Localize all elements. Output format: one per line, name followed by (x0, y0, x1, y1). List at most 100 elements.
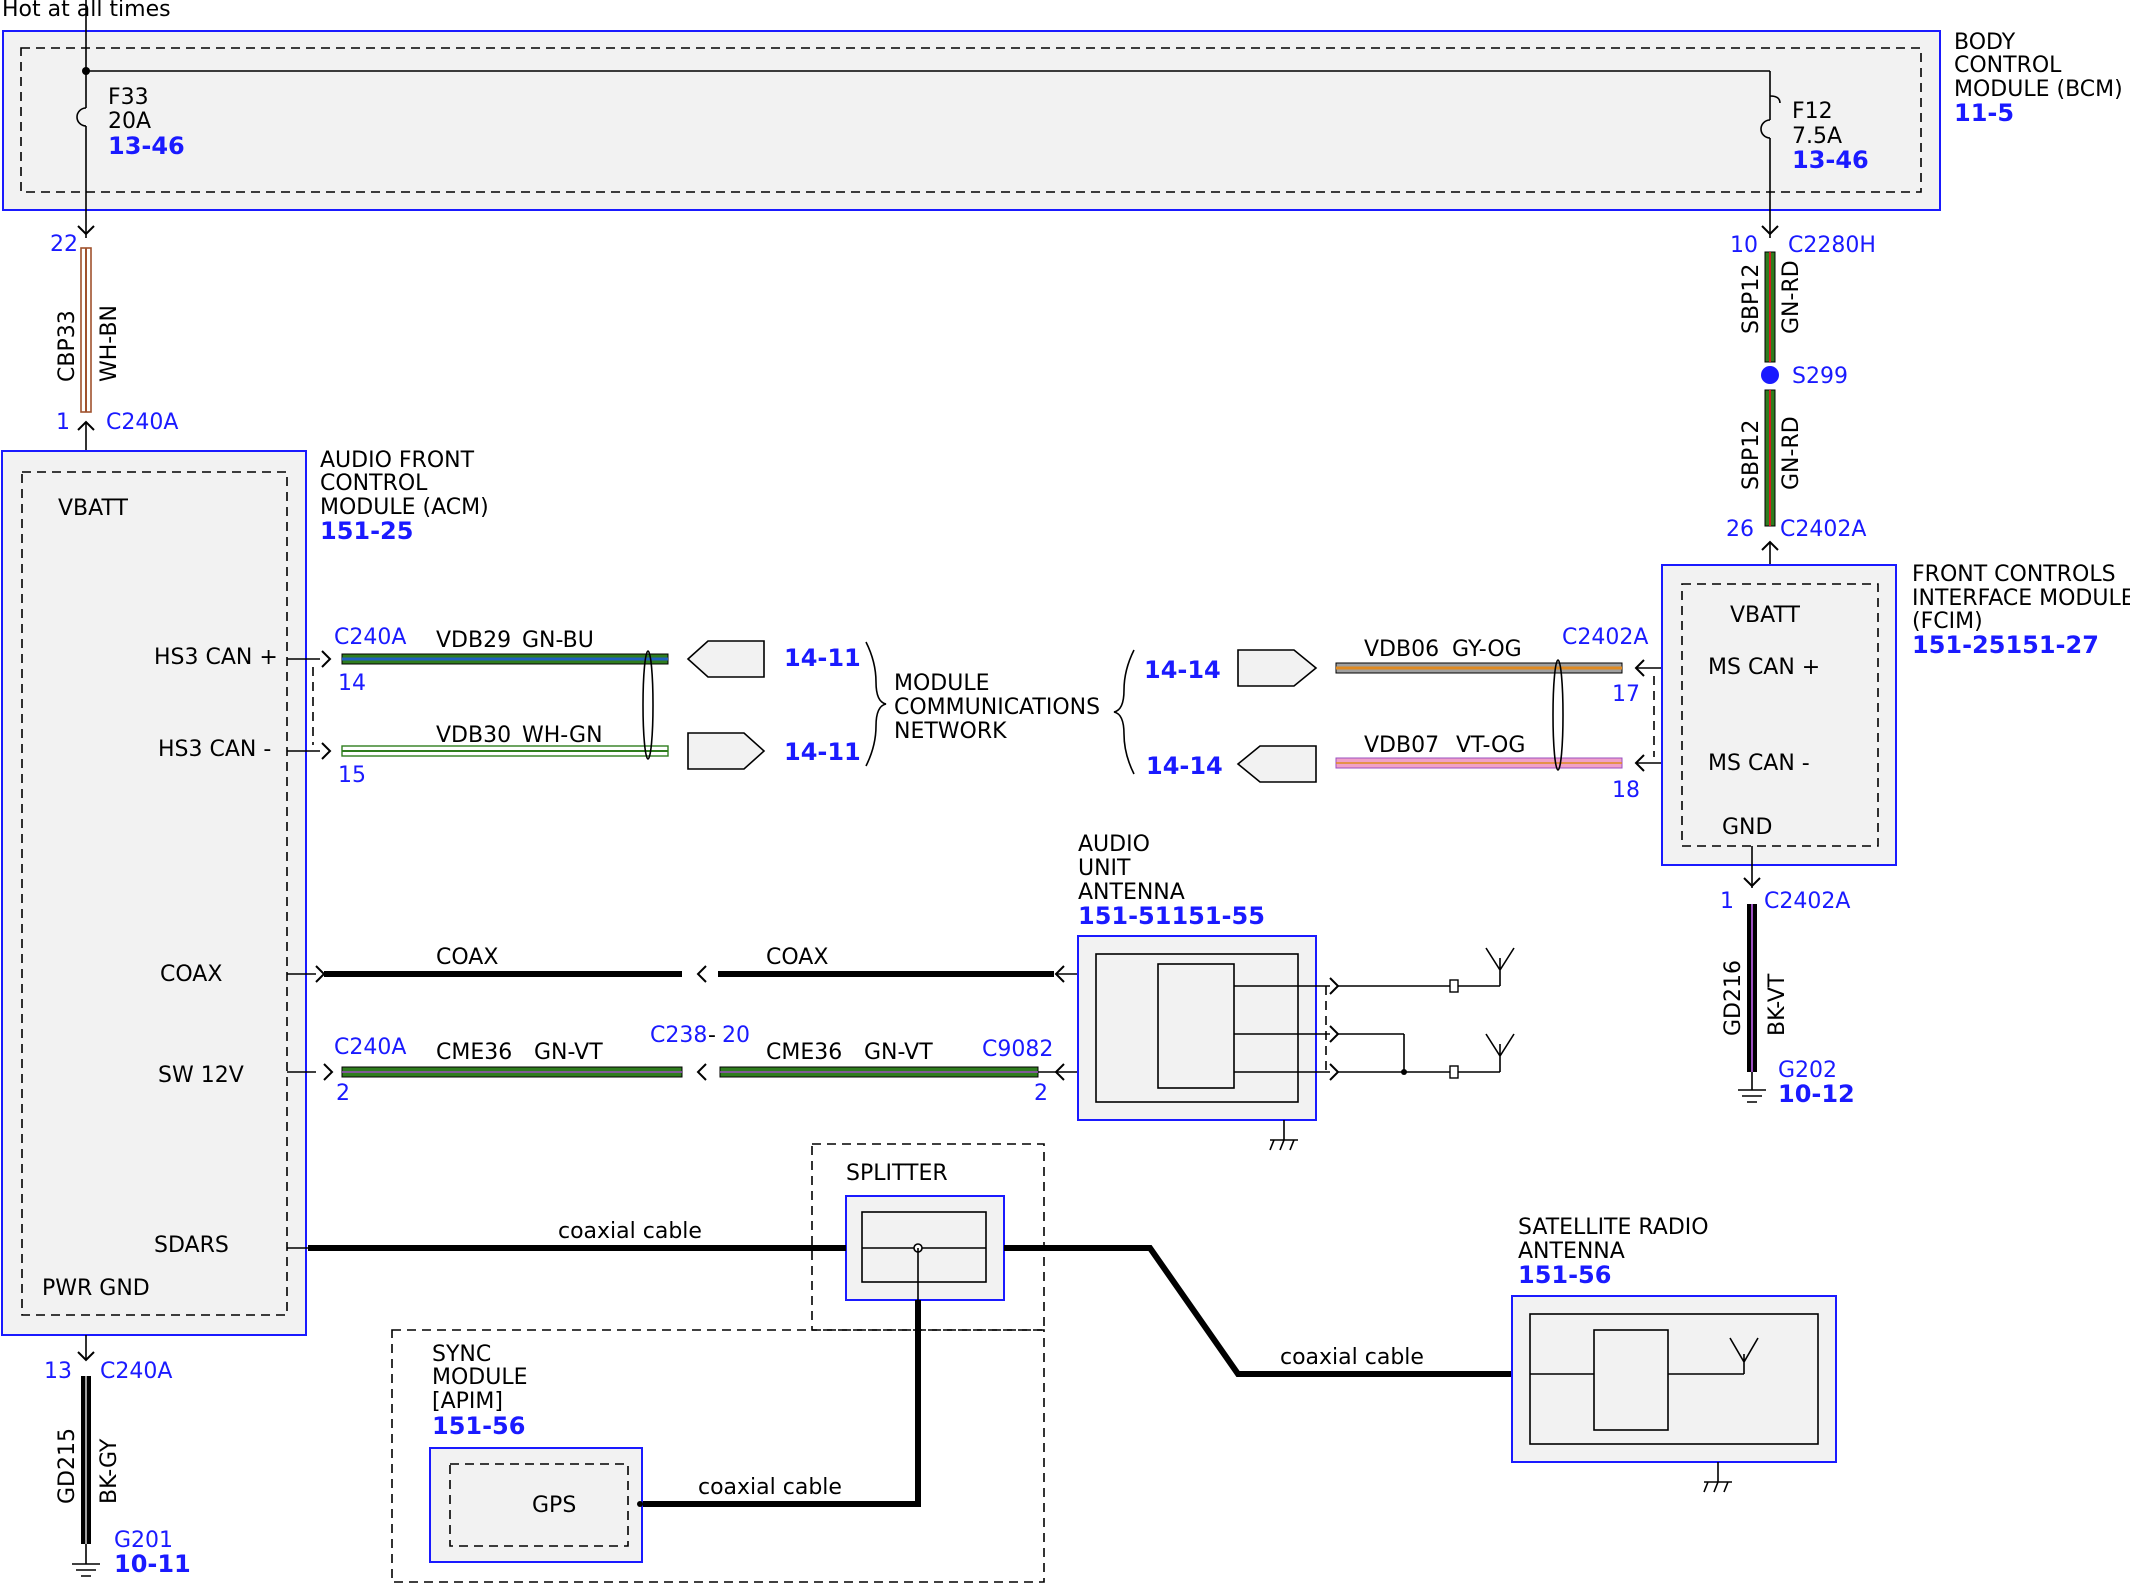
f12-fuse-symbol (1760, 119, 1771, 139)
vdb30-color: WH-GN (522, 723, 603, 748)
cme36-left-pin: 2 (336, 1081, 350, 1106)
audio-antenna-amp (1157, 963, 1235, 1089)
sync-inner-dash (449, 1463, 629, 1547)
sync-title-2: MODULE (432, 1365, 528, 1390)
gps-port-dot (637, 1501, 643, 1507)
vdb30-ref[interactable]: 14-11 (784, 738, 861, 766)
vdb29-connector: C240A (334, 625, 406, 650)
sbp12-upper-circuit: SBP12 (1739, 264, 1764, 334)
sbp12-upper-pin: 10 (1730, 233, 1758, 258)
splitter-inner (861, 1211, 987, 1283)
cme36-right-connector: C9082 (982, 1037, 1053, 1062)
vdb06-offpage-connector[interactable] (1237, 649, 1318, 687)
vdb29-ref[interactable]: 14-11 (784, 644, 861, 672)
vdb07-offpage-connector[interactable] (1236, 745, 1317, 783)
gd216-color: BK-VT (1765, 973, 1790, 1036)
audio-antenna-title-3: ANTENNA (1078, 880, 1185, 905)
antenna-1-icon (1485, 947, 1515, 986)
cbp33-wire-group: 22 1 C240A CBP33 WH-BN (50, 225, 178, 452)
satellite-chassis-ground (1703, 1462, 1732, 1493)
fcim-ref[interactable]: 151-25151-27 (1912, 631, 2099, 659)
vdb07-ref[interactable]: 14-14 (1146, 752, 1223, 780)
g201-ref[interactable]: 10-11 (114, 1550, 191, 1578)
vdb06-color: GY-OG (1452, 637, 1522, 662)
bcm-ref[interactable]: 11-5 (1954, 99, 2014, 127)
c238-pin: 20 (722, 1023, 750, 1048)
cme36-right-color: GN-VT (864, 1040, 933, 1065)
gd215-circuit: GD215 (55, 1428, 80, 1504)
sbp12-lower-circuit: SBP12 (1739, 420, 1764, 490)
antenna-1-element (1449, 979, 1459, 993)
cbp33-color: WH-BN (97, 305, 122, 382)
sync-ref[interactable]: 151-56 (432, 1412, 525, 1440)
vdb29-pin: 14 (338, 671, 366, 696)
coaxial-cable-3-label: coaxial cable (698, 1475, 842, 1500)
acm-pin-hs3-can-plus: HS3 CAN + (154, 645, 278, 670)
satellite-title-2: ANTENNA (1518, 1239, 1625, 1264)
bcm-title-1: BODY (1954, 30, 2016, 55)
sbp12-lower-color: GN-RD (1779, 416, 1804, 490)
antenna-2-element (1449, 1065, 1459, 1079)
f12-wire-corner (1769, 95, 1781, 104)
sbp12-top-arrow (1761, 225, 1779, 236)
satellite-coax-wire[interactable] (1004, 1245, 1512, 1377)
cbp33-connector: C240A (106, 410, 178, 435)
f12-ref[interactable]: 13-46 (1792, 146, 1869, 174)
coaxial-cable-2-label: coaxial cable (1280, 1345, 1424, 1370)
sbp12-upper-connector: C2280H (1788, 233, 1876, 258)
gd216-connector: C2402A (1764, 889, 1850, 914)
bcm-title-3: MODULE (BCM) (1954, 77, 2123, 102)
vdb30-circuit: VDB30 (436, 723, 511, 748)
network-line-2: COMMUNICATIONS (894, 695, 1100, 720)
audio-antenna-chassis-ground (1269, 1120, 1298, 1151)
bcm-title-2: CONTROL (1954, 53, 2062, 78)
g201-label: G201 (114, 1528, 173, 1553)
coax-left-label: COAX (436, 945, 498, 970)
fcim-pin-ms-can-plus: MS CAN + (1708, 655, 1820, 680)
audio-antenna-ref[interactable]: 151-51151-55 (1078, 902, 1265, 930)
satellite-ref[interactable]: 151-56 (1518, 1261, 1611, 1289)
f33-name: F33 (108, 85, 149, 110)
s299-splice[interactable] (1761, 366, 1779, 384)
satellite-antenna-module: SATELLITE RADIO ANTENNA 151-56 (1511, 1215, 1837, 1493)
vdb30-pin: 15 (338, 763, 366, 788)
fcim-pin-vbatt: VBATT (1730, 603, 1801, 628)
fcim-inner-dash (1681, 583, 1879, 847)
coax-right-label: COAX (766, 945, 828, 970)
vdb30-offpage-connector[interactable] (687, 732, 766, 770)
c238-dash: - (708, 1023, 716, 1048)
acm-ref[interactable]: 151-25 (320, 517, 413, 545)
vdb07-pin: 18 (1612, 778, 1640, 803)
vdb06-ref[interactable]: 14-14 (1144, 656, 1221, 684)
splitter-dash (811, 1143, 1045, 1331)
gd215-arrow (77, 1351, 95, 1362)
f12-rating: 7.5A (1792, 124, 1842, 149)
g202-ref[interactable]: 10-12 (1778, 1080, 1855, 1108)
cbp33-top-arrow (77, 225, 95, 236)
f33-ref[interactable]: 13-46 (108, 132, 185, 160)
gps-coax-wire[interactable] (640, 1300, 921, 1507)
module-network-group: MODULE COMMUNICATIONS NETWORK (865, 641, 1135, 775)
gd216-circuit: GD216 (1721, 960, 1746, 1036)
gd216-group: 1 C2402A GD216 BK-VT G202 10-12 (1720, 846, 1855, 1108)
fcim-title-1: FRONT CONTROLS (1912, 562, 2116, 587)
s299-label: S299 (1792, 364, 1848, 389)
gd215-pin: 13 (44, 1359, 72, 1384)
sync-outer-dash (391, 1329, 1045, 1583)
satellite-amp (1593, 1329, 1669, 1431)
audio-antenna-title-1: AUDIO (1078, 832, 1150, 857)
satellite-antenna-icon (1729, 1337, 1759, 1374)
coax-mid-arrow (696, 965, 707, 983)
gd216-pin: 1 (1720, 889, 1734, 914)
cme36-left-circuit: CME36 (436, 1040, 512, 1065)
gps-label: GPS (532, 1493, 576, 1518)
f12-name: F12 (1792, 99, 1833, 124)
g202-label: G202 (1778, 1058, 1837, 1083)
acm-pin-hs3-can-minus: HS3 CAN - (158, 737, 271, 762)
vdb29-offpage-connector[interactable] (686, 640, 765, 678)
sync-module: SYNC MODULE [APIM] 151-56 GPS (391, 1329, 1045, 1583)
splitter-label: SPLITTER (846, 1161, 948, 1186)
acm-title-3: MODULE (ACM) (320, 495, 489, 520)
cme36-left-connector: C240A (334, 1035, 406, 1060)
